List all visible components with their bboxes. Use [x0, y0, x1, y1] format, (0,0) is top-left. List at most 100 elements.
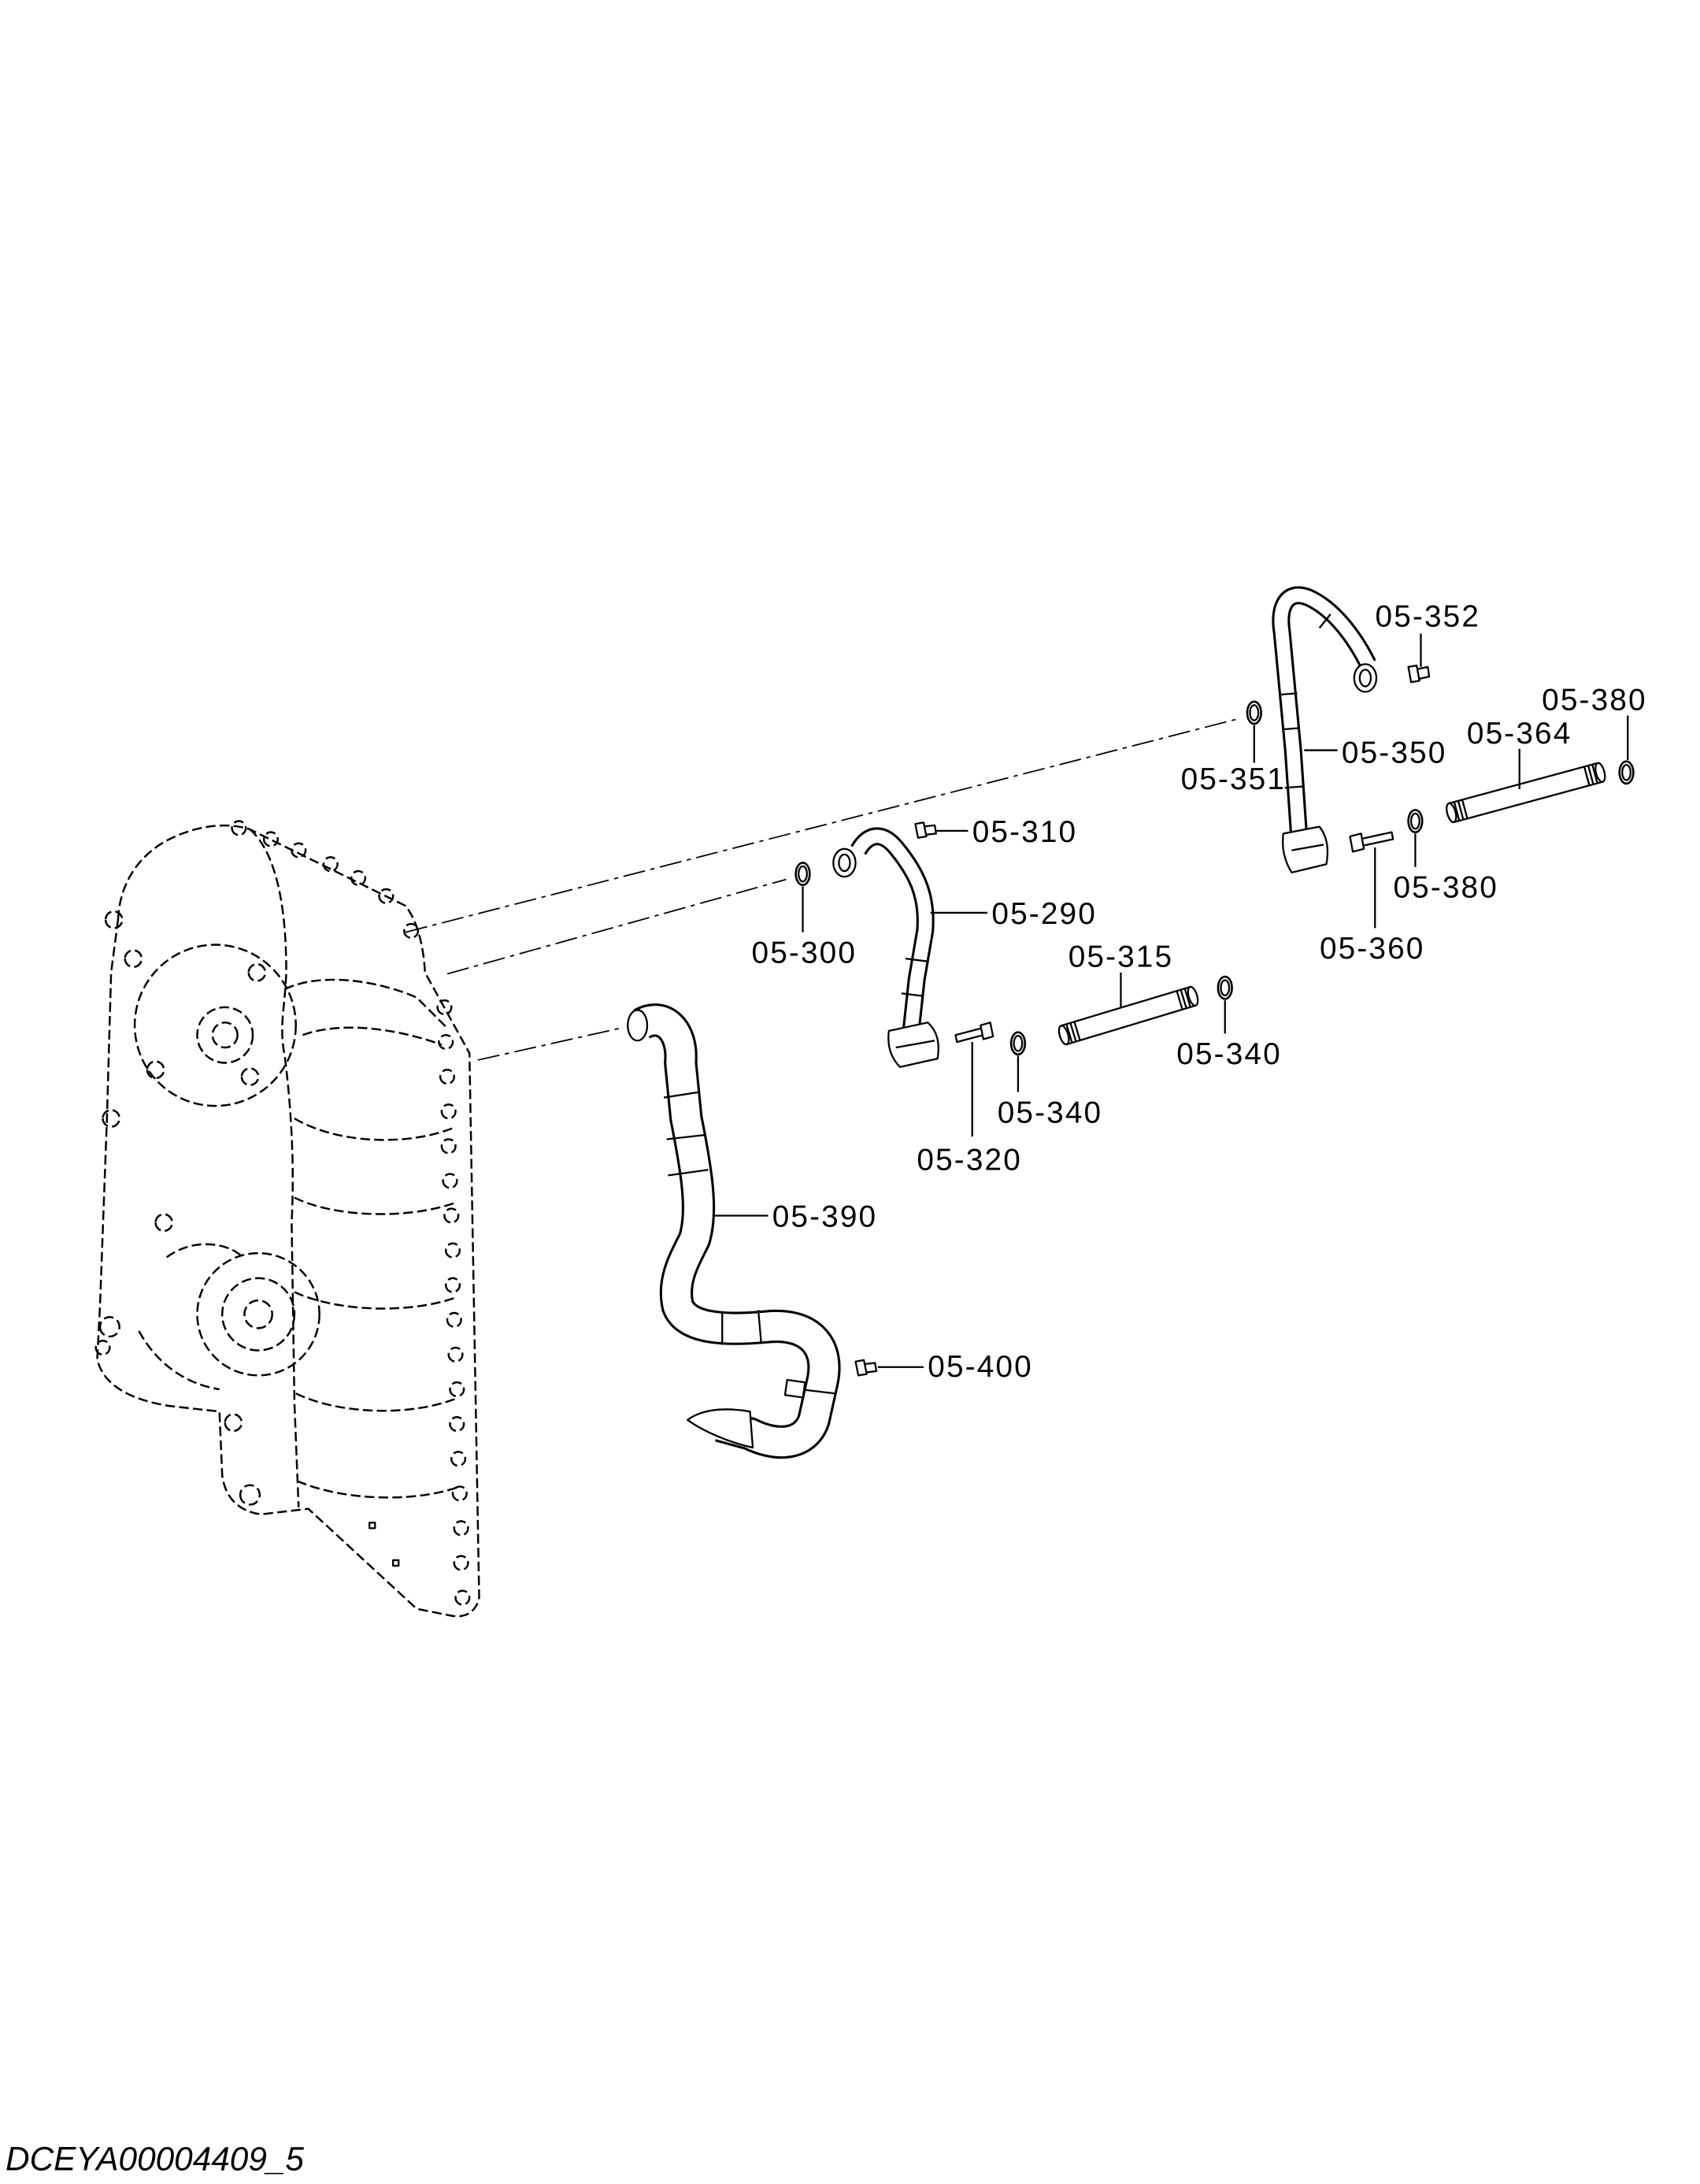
tube-05-315 [1057, 985, 1199, 1046]
o-ring-outer [1407, 809, 1424, 833]
hose-05-390 [627, 1003, 841, 1459]
housing-bore-outer [133, 944, 297, 1107]
pipe-05-290-elbow-detail [895, 1040, 935, 1049]
bolt-head [1407, 664, 1420, 684]
callout-05-300: 05-300 [752, 936, 857, 970]
callout-labels: 05-352 05-380 05-364 05-351 05-350 05-31… [752, 600, 1647, 1384]
housing-outline [96, 824, 480, 1618]
callout-05-352: 05-352 [1376, 600, 1481, 634]
tube-05-364-threads [1453, 764, 1598, 821]
housing-top-edge [284, 978, 448, 1029]
callout-05-320: 05-320 [917, 1143, 1022, 1177]
bolt-shaft [1358, 831, 1394, 847]
hose-05-390-body [635, 1006, 839, 1456]
bolt-05-360 [1349, 831, 1394, 853]
callout-05-390: 05-390 [772, 1200, 878, 1234]
housing-gear-outer [196, 1251, 320, 1377]
pipe-05-350-fitting [1353, 663, 1378, 693]
bolt-head [1349, 832, 1365, 853]
callout-05-400: 05-400 [928, 1350, 1033, 1384]
o-ring-05-340-right [1217, 975, 1233, 1000]
pipe-05-350-band [1279, 614, 1331, 789]
pipe-05-350 [1272, 586, 1378, 873]
callout-05-380-upper: 05-380 [1542, 683, 1647, 717]
pipe-05-350-body [1274, 588, 1374, 832]
hose-05-390-open-end [627, 1009, 649, 1042]
housing-lower-lobe [138, 1330, 220, 1391]
housing-gear-mid [220, 1277, 296, 1352]
housing-marker [392, 1559, 400, 1567]
pipe-05-290-fitting [832, 847, 857, 878]
center-line-upper [405, 717, 1241, 933]
pipe-05-290-band [901, 958, 928, 997]
o-ring-inner [1220, 979, 1231, 997]
o-ring-05-300 [794, 862, 811, 887]
callout-05-350: 05-350 [1342, 736, 1447, 769]
housing-cylinder-top [302, 1026, 443, 1046]
housing-marker [369, 1522, 376, 1530]
o-ring-05-351 [1246, 700, 1262, 725]
center-line-lower [477, 1027, 621, 1061]
tube-05-364-end [1594, 762, 1606, 783]
pipe-05-290-body [852, 829, 932, 1032]
housing-band [294, 1117, 454, 1141]
center-line-middle [446, 878, 787, 975]
tube-05-315-body [1060, 985, 1197, 1046]
housing-band [295, 1392, 459, 1412]
o-ring-inner [1409, 812, 1420, 830]
tube-05-364-end [1446, 802, 1457, 824]
hose-05-390-clamp [783, 1378, 806, 1399]
callout-05-351: 05-351 [1181, 762, 1287, 796]
callout-05-315: 05-315 [1069, 940, 1174, 974]
o-ring-inner [1013, 1034, 1024, 1052]
o-ring-inner [1621, 763, 1631, 781]
bolt-05-320 [954, 1022, 994, 1044]
bolt-05-352 [1407, 664, 1431, 684]
o-ring-05-380-lower [1407, 809, 1424, 833]
housing-band [294, 1291, 456, 1310]
bolt-head [980, 1022, 994, 1040]
bolt-shaft [954, 1027, 984, 1044]
housing-right-bosses [436, 999, 471, 1606]
o-ring-outer [1009, 1031, 1027, 1056]
pipe-05-350-fitting-bore [1358, 669, 1372, 688]
hose-05-390-tip [686, 1408, 754, 1449]
bolt-head [854, 1359, 868, 1377]
housing-front-plate-edge [249, 829, 300, 1507]
housing-mid-curve [165, 1243, 244, 1259]
o-ring-outer [794, 862, 811, 887]
bolt-05-310 [914, 821, 938, 839]
bolt-head [914, 821, 928, 839]
leader-lines [712, 633, 1629, 1368]
o-ring-outer [1217, 975, 1233, 1000]
tube-05-315-end [1057, 1025, 1070, 1046]
tube-05-364-body [1447, 762, 1604, 824]
hose-05-390-band [663, 1091, 835, 1395]
callout-05-340-right: 05-340 [1176, 1037, 1282, 1071]
callout-05-310: 05-310 [972, 815, 1078, 849]
housing-bore-hub [196, 1006, 254, 1064]
pipe-05-290 [832, 827, 939, 1068]
tube-05-315-threads [1065, 988, 1191, 1044]
housing-bolt-holes [102, 949, 267, 1233]
drawing-id: DCEYA00004409_5 [6, 2140, 304, 2177]
tube-05-364 [1446, 762, 1606, 824]
housing-band [296, 1480, 461, 1499]
gear-housing-phantom [94, 820, 480, 1618]
pipe-05-350-elbow-detail [1291, 844, 1324, 851]
callout-05-364: 05-364 [1467, 717, 1572, 751]
callout-05-290: 05-290 [991, 897, 1097, 931]
o-ring-outer [1618, 760, 1635, 785]
pipe-05-290-fitting-bore [838, 853, 851, 873]
callout-05-380-lower: 05-380 [1393, 871, 1498, 905]
housing-top-bosses [231, 820, 420, 939]
o-ring-05-340-left [1009, 1031, 1027, 1056]
callout-05-360: 05-360 [1320, 932, 1425, 966]
tube-05-315-end [1187, 985, 1199, 1007]
bolt-05-400 [854, 1359, 878, 1377]
housing-bore-center [211, 1022, 239, 1049]
housing-left-bosses [94, 910, 261, 1506]
housing-band [294, 1196, 455, 1215]
o-ring-05-380-upper [1618, 760, 1635, 785]
